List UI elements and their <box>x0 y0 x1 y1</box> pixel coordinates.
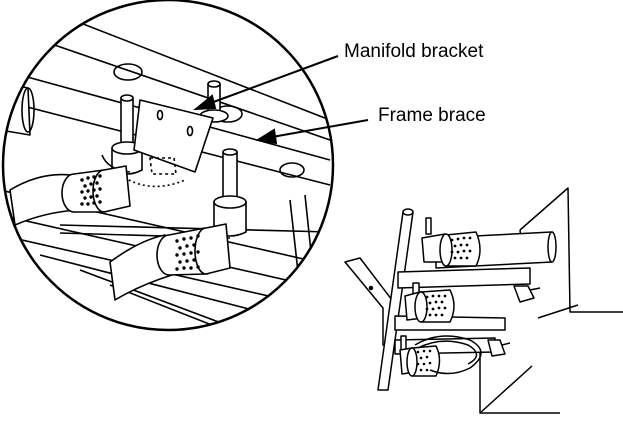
knurled-roller <box>399 345 441 377</box>
manifold-bracket-label: Manifold bracket <box>344 41 484 62</box>
machine-frame <box>479 187 623 414</box>
knurled-roller <box>9 165 131 226</box>
arrowhead <box>255 128 278 145</box>
overview-assembly <box>344 187 623 414</box>
knurled-roller <box>404 289 455 323</box>
magnifier-circle <box>1 0 335 332</box>
knurled-roller <box>109 223 231 301</box>
frame-brace-label: Frame brace <box>378 105 486 126</box>
callout-arrows <box>192 55 369 145</box>
plate-hole <box>279 162 305 178</box>
arrowhead <box>192 94 217 111</box>
detail-magnifier <box>1 0 335 332</box>
manifold-bracket-leader <box>207 55 339 105</box>
knurled-roller <box>421 231 481 267</box>
frame-brace-leader <box>271 119 369 138</box>
plate-hole <box>113 63 143 81</box>
vertical-rod <box>377 208 414 391</box>
